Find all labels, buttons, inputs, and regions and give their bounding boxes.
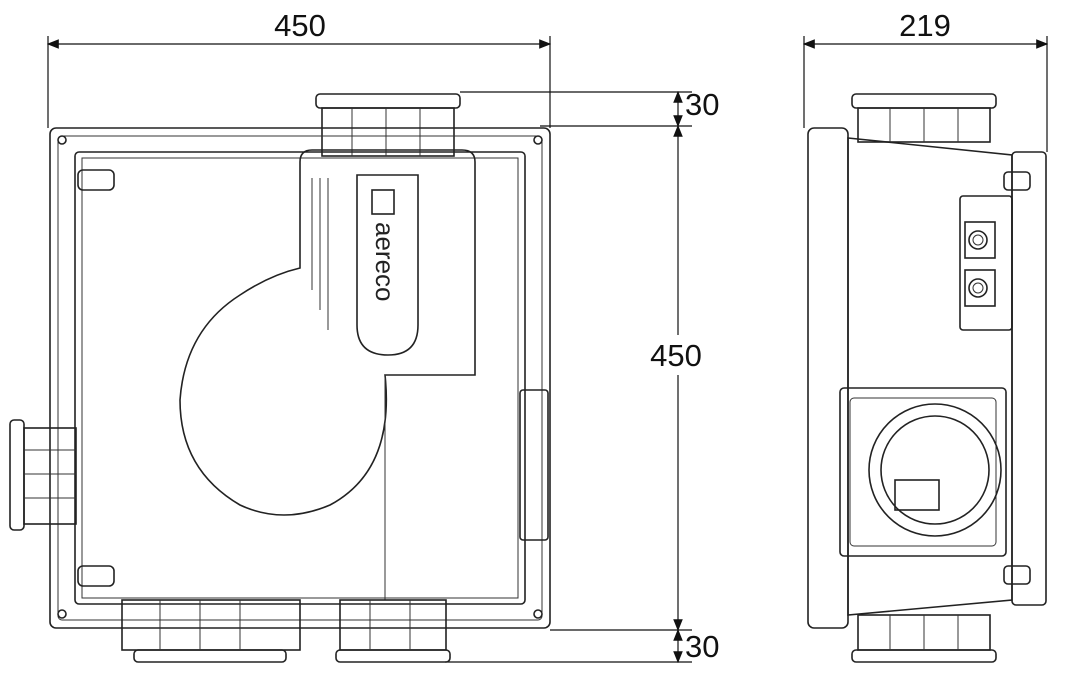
dimension-side-depth: 219 xyxy=(802,8,1049,152)
side-view xyxy=(807,93,1047,663)
mounting-plate xyxy=(807,127,849,629)
fan-housing xyxy=(179,149,476,516)
dim-label-side-depth: 219 xyxy=(899,8,951,43)
top-spigot xyxy=(315,93,461,157)
dim-label-bottom-spigot: 30 xyxy=(685,629,719,664)
dim-label-body-height: 450 xyxy=(650,338,702,373)
brand-logo: aereco xyxy=(356,174,419,356)
dim-label-front-width: 450 xyxy=(274,8,326,43)
left-spigot xyxy=(9,419,77,531)
side-spigot-port xyxy=(839,387,1007,557)
electrical-connectors xyxy=(959,195,1013,331)
svg-text:aereco: aereco xyxy=(370,222,400,302)
side-body xyxy=(847,137,1013,616)
screws xyxy=(57,135,543,619)
dimension-front-width: 450 xyxy=(46,8,552,128)
dimension-vertical: 30 450 30 xyxy=(445,87,719,664)
dim-label-top-spigot: 30 xyxy=(685,87,719,122)
front-view: aereco xyxy=(9,93,551,663)
bottom-spigots xyxy=(121,599,451,663)
